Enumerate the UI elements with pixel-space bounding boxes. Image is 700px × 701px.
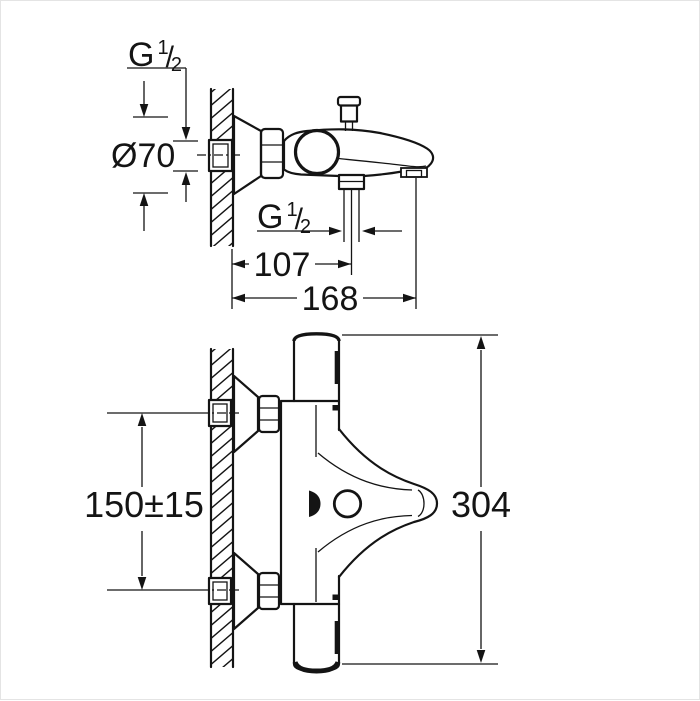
arrow-left-icon — [362, 226, 375, 236]
body-outline — [279, 399, 341, 606]
escutcheon-diameter-label: Ø70 — [111, 137, 175, 175]
arrow-down-icon — [476, 650, 486, 663]
spout-tip-inner — [417, 489, 425, 518]
mixer-body-side — [282, 95, 435, 275]
union-hex-nut — [257, 394, 281, 434]
bottom-handle-cylinder — [292, 602, 341, 674]
dim-connection-centers: 150±15 — [84, 412, 239, 591]
spout-throat-top — [317, 452, 413, 491]
wall-hatching — [211, 349, 233, 667]
inlet-union — [197, 114, 285, 196]
economy-button-mark — [309, 490, 321, 517]
arrow-right-icon — [338, 259, 351, 269]
aerator — [400, 167, 428, 178]
inlet-square-nut — [207, 576, 233, 606]
union-hex-nut — [257, 571, 281, 611]
diverter-knob — [336, 95, 362, 131]
body-detail-notch — [332, 405, 338, 411]
diverter-button-front — [332, 489, 363, 519]
dim-overall-length: 304 — [342, 334, 511, 665]
spout-throat-bottom — [317, 514, 413, 553]
escutcheon-cone — [232, 114, 263, 196]
arrow-right-icon — [329, 226, 342, 236]
wall-edges — [209, 347, 235, 669]
arrow-left-icon — [232, 293, 245, 303]
escutcheon-cone — [232, 551, 260, 631]
arrow-up-icon — [476, 336, 486, 349]
shower-outlet — [337, 173, 366, 275]
mixer-body-front — [279, 332, 439, 674]
escutcheon-cone — [232, 374, 260, 454]
arrow-up-icon — [137, 413, 147, 426]
dim-escutcheon-diameter: Ø70 — [111, 81, 175, 231]
spout-shadow-line — [337, 157, 427, 168]
wall — [209, 347, 235, 669]
dim-outlet-offset: 107 — [231, 246, 351, 309]
front-view: 150±15 304 — [84, 332, 511, 674]
arrow-down-icon — [181, 127, 191, 140]
spout-bottom-edge — [362, 170, 404, 178]
arrow-up-icon — [139, 193, 149, 206]
dim-spout-reach: 168 — [232, 178, 417, 318]
connection-centers-label: 150±15 — [84, 484, 204, 525]
upper-inlet-union — [207, 374, 281, 454]
top-handle-cylinder — [292, 332, 341, 403]
overall-length-label: 304 — [451, 484, 511, 525]
arrow-down-icon — [139, 104, 149, 117]
arrow-left-icon — [232, 259, 245, 269]
arrow-up-icon — [181, 172, 191, 185]
body-detail-notch — [332, 594, 338, 600]
outlet-offset-label: 107 — [254, 246, 311, 284]
spout-top-edge — [282, 128, 435, 172]
body-bottom-edge — [282, 139, 341, 178]
handle-circle — [293, 128, 341, 176]
arrow-right-icon — [403, 293, 416, 303]
spout-reach-label: 168 — [302, 280, 359, 318]
union-hex-nut — [259, 127, 285, 180]
spout-front — [317, 427, 439, 579]
lower-inlet-union — [207, 551, 281, 631]
arrow-down-icon — [137, 577, 147, 590]
cylinder-bottom-cap — [292, 661, 341, 674]
inlet-square-nut-inner — [212, 581, 228, 601]
